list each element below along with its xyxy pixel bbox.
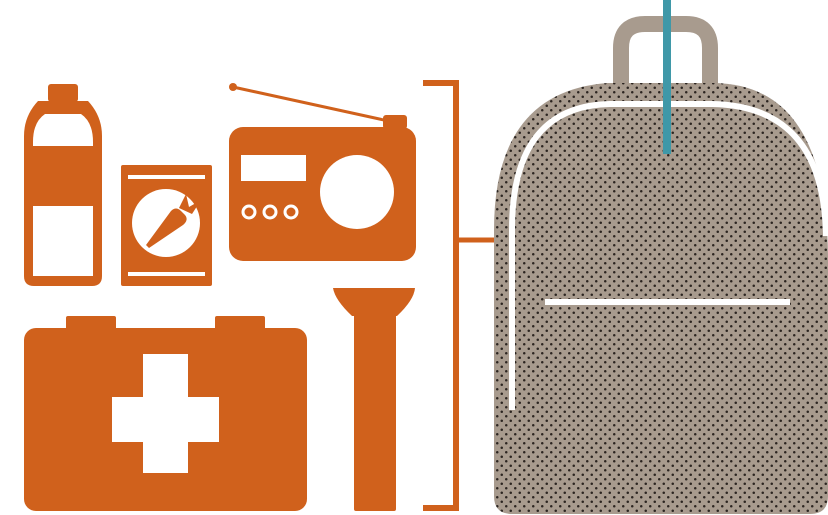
flashlight-handle [354, 314, 396, 511]
backpack-body [494, 83, 828, 514]
water-bottle-icon [24, 84, 102, 286]
first-aid-kit-icon [24, 316, 307, 511]
bottle-cap [48, 84, 78, 102]
seed-packet-icon [121, 165, 212, 286]
antenna-tip [229, 83, 237, 91]
radio-antenna [233, 87, 393, 122]
radio-display [241, 155, 306, 181]
antenna-mount [383, 115, 407, 129]
flashlight-icon [333, 288, 415, 511]
radio-icon [229, 83, 416, 261]
flashlight-head [333, 288, 415, 316]
packet-bottom-stripe [128, 272, 205, 276]
bottle-window-bottom [33, 206, 93, 276]
radio-speaker [320, 155, 394, 229]
backpack-icon [494, 0, 828, 514]
bracket-icon [423, 83, 456, 508]
packet-top-stripe [128, 175, 205, 179]
bottle-window-top [33, 114, 93, 146]
